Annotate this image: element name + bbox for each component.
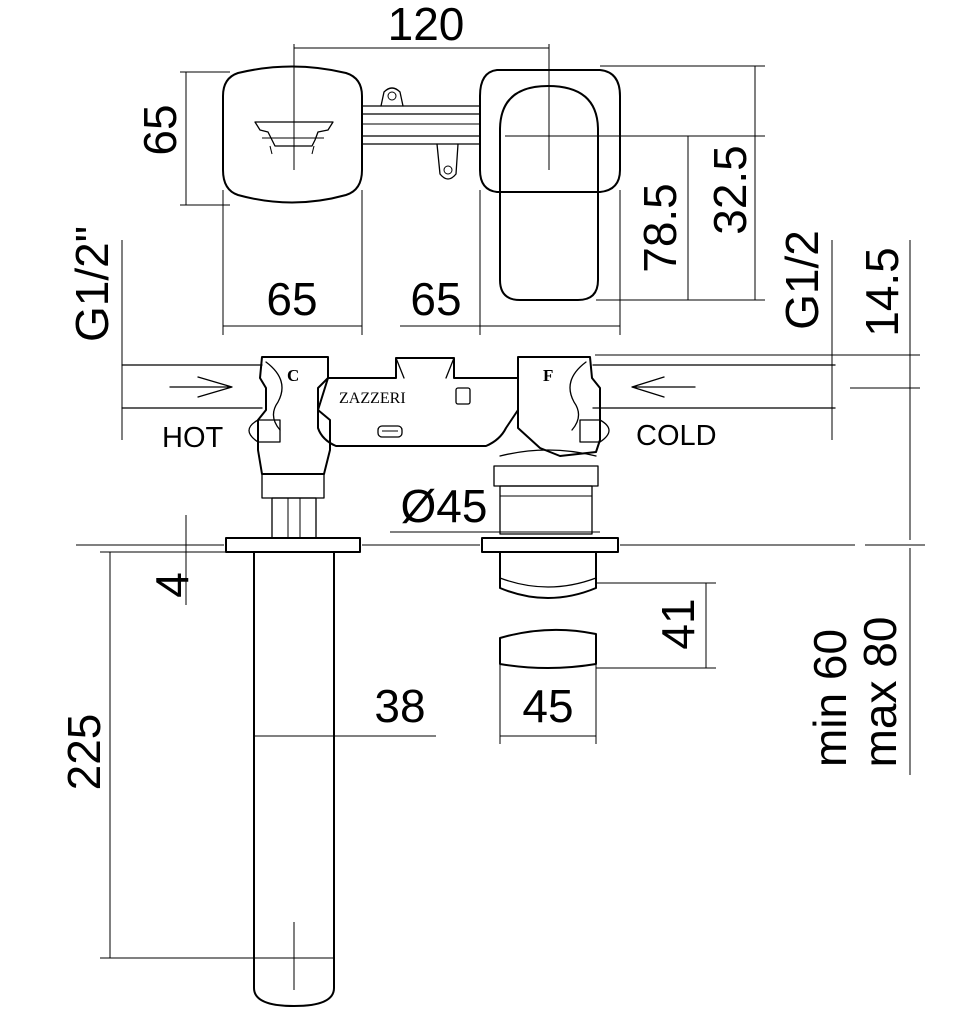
top-view xyxy=(222,65,621,301)
dim-lever-width: 45 xyxy=(522,680,573,732)
top-view-lug-top xyxy=(380,87,404,107)
dim-cold-thread: G1/2 xyxy=(776,230,828,330)
hot-valve-cap xyxy=(248,419,281,443)
top-view-handle xyxy=(499,85,599,301)
spout-wall-plate xyxy=(225,537,361,553)
dim-cold-offset: 14.5 xyxy=(856,247,908,337)
mixer-wall-plate xyxy=(481,537,619,553)
cold-label: COLD xyxy=(636,420,717,452)
top-view-spout-outlet xyxy=(254,121,334,147)
dim-top-width: 120 xyxy=(388,0,465,50)
inlet-labels: HOT COLD C F ZAZZERI xyxy=(162,366,717,454)
dim-depth-max: max 80 xyxy=(854,617,906,768)
hot-mark: C xyxy=(287,366,299,385)
dim-right-base: 65 xyxy=(410,273,461,325)
dim-spout-length: 225 xyxy=(58,714,110,791)
hot-label: HOT xyxy=(162,422,224,454)
cold-valve-cap xyxy=(579,419,610,443)
cold-inlet-arrow xyxy=(631,376,696,398)
dim-plate-thickness: 4 xyxy=(146,572,198,598)
top-view-mixer-body xyxy=(479,69,621,193)
hot-inlet-arrow xyxy=(169,376,233,398)
dim-lever-height: 41 xyxy=(652,598,704,649)
dim-spout-diameter: 38 xyxy=(374,680,425,732)
dim-handle-length: 78.5 xyxy=(634,183,686,273)
top-view-spout-body xyxy=(222,65,363,204)
dim-top-height: 65 xyxy=(134,104,186,155)
dimension-labels: 120 65 65 65 78.5 32.5 G1/2" G1/2 14.5 Ø… xyxy=(58,0,908,790)
cold-mark: F xyxy=(543,366,553,385)
dim-hot-thread: G1/2" xyxy=(66,226,118,342)
center-lines xyxy=(76,44,925,990)
brand-label: ZAZZERI xyxy=(339,390,406,407)
front-view xyxy=(121,356,836,1007)
dim-depth-min: min 60 xyxy=(804,629,856,767)
dim-handle-offset: 32.5 xyxy=(704,145,756,235)
cold-valve-body xyxy=(517,356,601,457)
dim-left-base: 65 xyxy=(266,273,317,325)
spout xyxy=(253,552,335,1007)
mixer-lever-top xyxy=(499,552,597,599)
dim-diameter: Ø45 xyxy=(401,480,488,532)
top-view-lug-bottom xyxy=(436,143,459,180)
mixer-lever-handle xyxy=(499,628,597,669)
dimension-lines xyxy=(100,47,920,959)
